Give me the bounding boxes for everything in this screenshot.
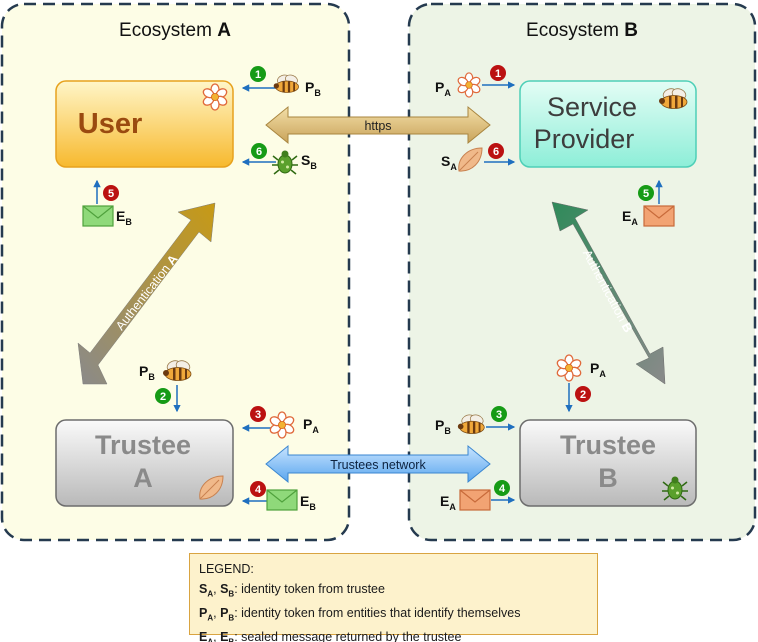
step-badge	[488, 143, 504, 159]
token-e-b: EB	[116, 208, 132, 227]
trustees-network-link: Trustees network	[265, 444, 491, 484]
token-p-b: PB	[305, 79, 321, 98]
token-p-b: PB	[435, 417, 451, 436]
legend-title: LEGEND:	[199, 562, 254, 576]
envelope-icon	[266, 489, 298, 511]
step-badge	[103, 185, 119, 201]
service-provider-node: Service Provider	[519, 80, 697, 168]
step-number: 6	[256, 146, 262, 158]
token-e-a: EA	[622, 208, 638, 227]
ecosystem-a-title: Ecosystem A	[119, 20, 231, 41]
step-number: 1	[255, 69, 261, 81]
step-badge	[491, 406, 507, 422]
envelope-icon	[643, 205, 675, 227]
step-badge	[250, 66, 266, 82]
step-number: 1	[495, 68, 501, 80]
legend-row-p: PA, PB: identity token from entities tha…	[199, 605, 521, 623]
token-p-a: PA	[303, 416, 319, 435]
step-number: 5	[108, 188, 114, 200]
trustee-a-node: Trustee A	[55, 419, 234, 507]
token-s-b: SB	[301, 152, 317, 171]
trustee-b-label-line1: Trustee	[560, 430, 656, 460]
legend-row-e: EA, EB: sealed message returned by the t…	[199, 629, 462, 642]
envelope-icon	[459, 489, 491, 511]
token-p-b: PB	[139, 363, 155, 382]
token-e-b: EB	[300, 493, 316, 512]
https-label: https	[364, 119, 391, 133]
step-number: 2	[160, 391, 166, 403]
token-e-a: EA	[440, 493, 456, 512]
trustee-b-node: Trustee B	[519, 419, 697, 507]
token-s-a: SA	[441, 153, 457, 172]
user-node: User	[55, 80, 234, 168]
service-provider-label-line2: Provider	[534, 124, 635, 154]
trustee-b-label-line2: B	[598, 463, 618, 493]
step-badge	[250, 481, 266, 497]
trustee-a-label-line2: A	[133, 463, 153, 493]
step-badge	[494, 480, 510, 496]
https-link: https	[265, 105, 491, 145]
trustee-a-label-line1: Trustee	[95, 430, 191, 460]
step-number: 3	[496, 409, 502, 421]
trustees-network-label: Trustees network	[330, 458, 426, 472]
token-p-a: PA	[435, 79, 451, 98]
step-badge	[638, 185, 654, 201]
step-number: 4	[255, 484, 262, 496]
ecosystem-b-title: Ecosystem B	[526, 20, 638, 41]
step-number: 6	[493, 146, 499, 158]
step-number: 4	[499, 483, 506, 495]
legend: LEGEND: SA, SB: identity token from trus…	[189, 553, 598, 642]
step-badge	[575, 386, 591, 402]
step-number: 3	[255, 409, 261, 421]
legend-row-s: SA, SB: identity token from trustee	[199, 581, 385, 599]
step-badge	[250, 406, 266, 422]
step-badge	[490, 65, 506, 81]
step-badge	[251, 143, 267, 159]
step-number: 5	[643, 188, 649, 200]
step-number: 2	[580, 389, 586, 401]
step-badge	[155, 388, 171, 404]
token-p-a: PA	[590, 360, 606, 379]
service-provider-label-line1: Service	[547, 92, 637, 122]
user-label: User	[78, 108, 143, 140]
envelope-icon	[82, 205, 114, 227]
